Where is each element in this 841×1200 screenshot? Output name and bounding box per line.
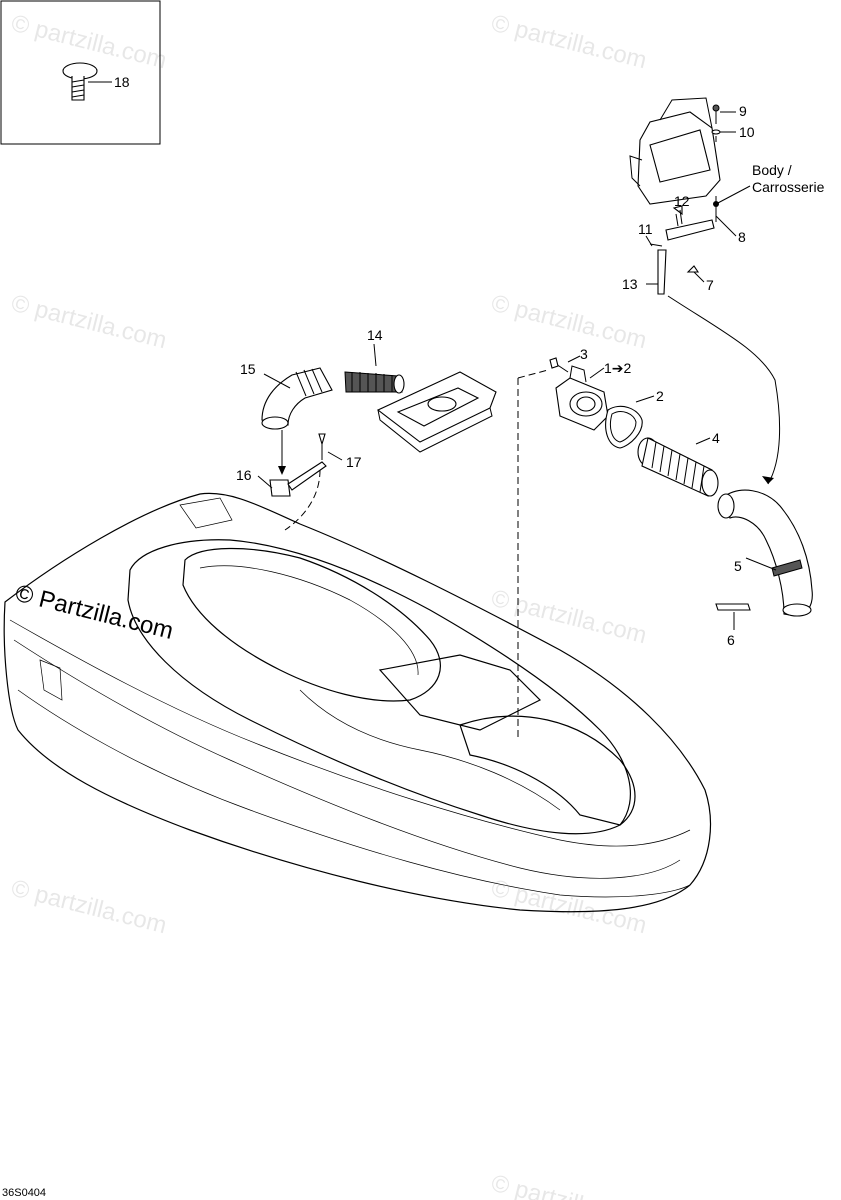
routing-lines [278,295,781,740]
callout-10: 10 [739,124,755,140]
diagram-code: 36S0404 [2,1187,46,1199]
watermark: © partzilla.com [9,875,170,940]
watermark: © partzilla.com [9,290,170,355]
watermark: © partzilla.com [489,875,650,940]
callout-12: 12 [674,193,690,209]
part-15-elbow-hose [261,367,333,430]
callout-4: 4 [712,430,720,446]
callout-13: 13 [622,276,638,292]
vent-assembly-parts-7-13 [629,97,721,295]
part-5-elbow-hose [717,489,813,617]
callout-8: 8 [738,229,746,245]
callout-3: 3 [580,346,588,362]
callout-15: 15 [240,361,256,377]
callout-9: 9 [739,103,747,119]
callout-11: 11 [638,221,653,237]
callout-16: 16 [236,467,252,483]
callout-2: 2 [656,388,664,404]
callout-7: 7 [706,277,714,293]
leader-lines [92,81,777,630]
watermark: © partzilla.com [489,290,650,355]
body-label-line2: Carrosserie [752,179,825,195]
callout-18: 18 [114,74,130,90]
watermark: © partzilla.com [489,585,650,650]
callout-14: 14 [367,327,383,343]
intake-housing [376,371,497,453]
callout-17: 17 [346,454,362,470]
callouts: 18 14 15 16 17 3 1➔2 2 4 5 6 9 10 12 8 1… [114,74,825,648]
part-2-gasket [605,405,643,449]
inset-box-part-18 [0,0,161,145]
body-label-line1: Body / [752,162,792,178]
part-16-bracket [269,433,327,497]
watermark: © partzilla.com [489,10,650,75]
callout-1-2: 1➔2 [604,360,632,376]
callout-6: 6 [727,632,735,648]
part-14-corrugated-hose [344,371,405,394]
hull-drawing [3,492,712,913]
watermark: © partzilla.com [489,1170,650,1200]
part-6-clamp [715,603,751,611]
part-4-corrugated-hose [637,437,719,497]
part-1-vent-housing [555,365,609,431]
part-3-screw [549,357,569,373]
callout-5: 5 [734,558,742,574]
